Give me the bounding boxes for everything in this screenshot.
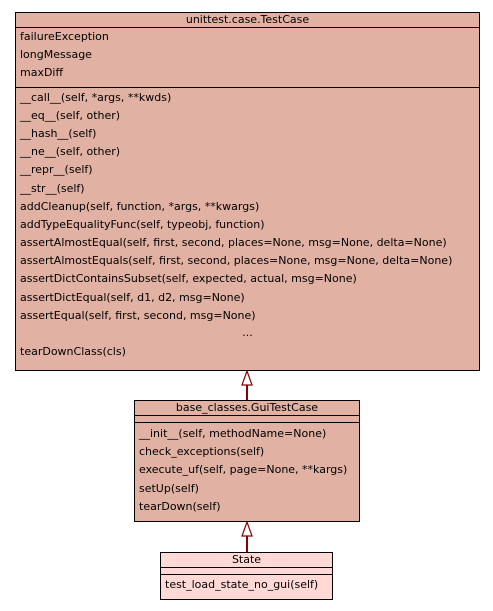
inheritance-arrowhead-testcase [241,369,253,386]
method-item: __init__(self, methodName=None) [139,427,327,440]
method-item: __call__(self, *args, **kwds) [20,90,172,104]
attribute-section-state [161,568,332,575]
method-section-testcase: __call__(self, *args, **kwds) __eq__(sel… [16,88,479,362]
method-item: addTypeEqualityFunc(self, typeobj, funct… [20,217,265,231]
attribute-item: failureException [20,30,109,43]
method-item: execute_uf(self, page=None, **kargs) [139,463,348,477]
method-item: assertDictEqual(self, d1, d2, msg=None) [20,290,245,304]
method-item: setUp(self) [139,481,199,495]
attribute-item: maxDiff [20,66,64,80]
class-box-testcase[interactable]: unittest.case.TestCase failureException … [15,12,480,371]
method-item: assertAlmostEqual(self, first, second, p… [20,236,447,250]
method-item: check_exceptions(self) [139,445,265,459]
class-name-testcase: unittest.case.TestCase [16,13,479,28]
class-name-guitestcase: base_classes.GuiTestCase [135,401,359,416]
method-item: __ne__(self, other) [20,145,121,159]
method-item: __str__(self) [20,181,85,195]
method-item: __repr__(self) [20,163,93,177]
attribute-item: longMessage [20,48,92,62]
method-item: __hash__(self) [20,126,97,140]
attribute-section-guitestcase [135,416,359,423]
method-item: __eq__(self, other) [20,108,121,122]
method-item: test_load_state_no_gui(self) [165,578,319,591]
inheritance-arrowhead-guitestcase [241,520,253,537]
method-item: tearDownClass(cls) [20,345,126,358]
method-item: addCleanup(self, function, *args, **kwar… [20,199,260,213]
attribute-section-testcase: failureException longMessage maxDiff [16,28,479,88]
method-section-state: test_load_state_no_gui(self) [161,575,332,594]
class-box-guitestcase[interactable]: base_classes.GuiTestCase __init__(self, … [134,400,360,522]
method-item: assertEqual(self, first, second, msg=Non… [20,308,256,322]
method-item: tearDown(self) [139,499,221,513]
class-box-state[interactable]: State test_load_state_no_gui(self) [160,552,333,600]
method-section-guitestcase: __init__(self, methodName=None) check_ex… [135,423,359,516]
class-name-state: State [161,553,332,568]
method-ellipsis: ... [242,326,253,339]
method-item: assertAlmostEquals(self, first, second, … [20,254,453,268]
method-item: assertDictContainsSubset(self, expected,… [20,272,357,286]
